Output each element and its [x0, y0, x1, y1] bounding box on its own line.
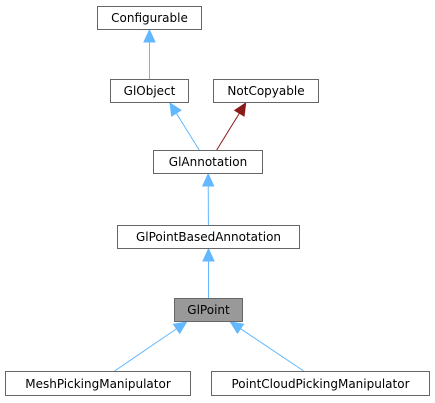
node-label: Configurable	[111, 11, 188, 25]
node-configurable[interactable]: Configurable	[97, 6, 202, 30]
arrowhead-meshpickingmanipulator-to-glpoint	[172, 321, 188, 335]
edge-pointcloudpickingmanipulator-to-glpoint	[240, 328, 304, 372]
arrowhead-glpoint-to-glpointbasedannotation	[202, 247, 215, 262]
node-notcopyable[interactable]: NotCopyable	[213, 79, 319, 103]
node-label: GlPointBasedAnnotation	[135, 230, 282, 244]
edge-glannotation-to-globject	[175, 112, 200, 151]
node-pointcloudpickingmanipulator[interactable]: PointCloudPickingManipulator	[211, 371, 430, 396]
node-meshpickingmanipulator[interactable]: MeshPickingManipulator	[5, 371, 191, 396]
arrowhead-glannotation-to-notcopyable	[233, 101, 247, 117]
node-label: MeshPickingManipulator	[25, 376, 171, 391]
node-glannotation[interactable]: GlAnnotation	[153, 150, 263, 174]
node-label: GlAnnotation	[168, 155, 248, 169]
node-label: GlPoint	[187, 303, 230, 317]
node-globject[interactable]: GlObject	[110, 79, 189, 103]
edge-meshpickingmanipulator-to-glpoint	[114, 328, 177, 372]
arrowhead-glpointbasedannotation-to-glannotation	[201, 172, 215, 187]
node-label: PointCloudPickingManipulator	[231, 376, 410, 391]
node-glpointbasedannotation[interactable]: GlPointBasedAnnotation	[117, 225, 300, 249]
node-glpoint[interactable]: GlPoint	[174, 298, 243, 322]
arrowhead-glannotation-to-globject	[169, 101, 182, 117]
arrowhead-globject-to-configurable	[143, 28, 156, 43]
node-label: GlObject	[123, 84, 176, 98]
node-label: NotCopyable	[227, 84, 305, 98]
edge-glannotation-to-notcopyable	[216, 112, 240, 151]
arrowhead-pointcloudpickingmanipulator-to-glpoint	[229, 321, 245, 335]
